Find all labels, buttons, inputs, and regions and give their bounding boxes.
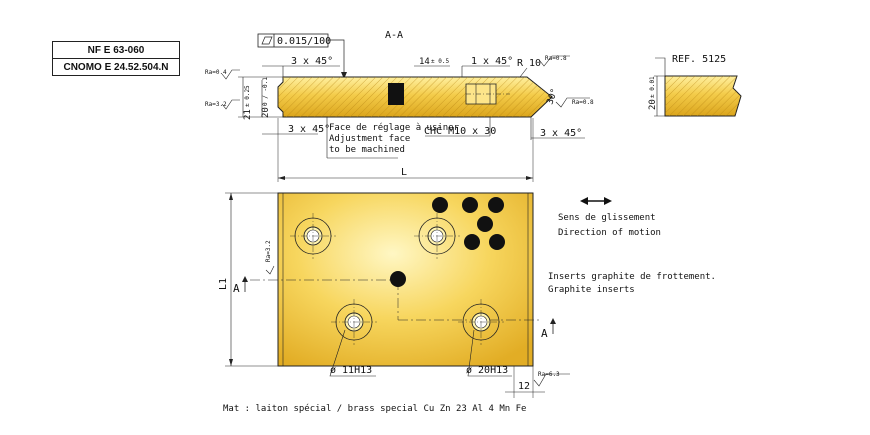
standard-cnomo: CNOMO E 24.52.504.N	[52, 58, 180, 76]
plan-view: L1 Ra=3.2 A	[218, 192, 570, 398]
roughness-top-right: Ra=0.8	[545, 55, 567, 62]
adjust-face-en: Adjustment face	[329, 134, 410, 144]
hole-large-label: ø 20H13	[466, 365, 508, 376]
slot-tolerance: ± 0.5	[431, 58, 449, 65]
width-dimension: L1	[218, 278, 229, 290]
slot-dimension: 14	[419, 57, 430, 67]
double-arrow-icon	[580, 197, 612, 205]
roughness-right: Ra=0.8	[572, 99, 594, 106]
section-marker-right: A	[541, 327, 548, 340]
graphite-insert	[488, 197, 504, 213]
motion-en: Direction of motion	[558, 228, 661, 238]
graphite-insert	[390, 271, 406, 287]
chamfer-bottom-left: 3 x 45°	[288, 124, 330, 135]
counterbore-hole	[414, 213, 460, 259]
counterbore-hole	[331, 299, 377, 345]
roughness-left-mid: Ra=3.2	[205, 101, 227, 108]
flatness-value: 0.015/100	[277, 36, 331, 47]
roughness-plan: Ra=3.2	[265, 240, 272, 262]
ref-height-tolerance: ± 0.01	[649, 76, 656, 98]
graphite-insert	[462, 197, 478, 213]
flatness-symbol-icon	[261, 36, 273, 45]
ref-height: 20	[648, 99, 658, 110]
adjust-face-fr: Face de réglage à usiner	[329, 122, 460, 133]
counterbore-hole	[290, 213, 336, 259]
edge-dimension: 12	[518, 381, 530, 392]
counterbore-hole	[458, 299, 504, 345]
screw-label: CHC M10 x 30	[424, 126, 496, 137]
roughness-symbol-icon	[539, 55, 570, 67]
section-body	[277, 76, 553, 118]
hole-small-label: ø 11H13	[330, 365, 372, 376]
adjust-face-note: to be machined	[329, 145, 405, 155]
roughness-left-top: Ra=0.4	[205, 69, 227, 76]
height-20: 20	[261, 107, 271, 118]
height-total-tolerance: ± 0.25	[244, 85, 251, 107]
graphite-insert	[489, 234, 505, 250]
section-title: A-A	[385, 30, 403, 41]
arrow-up-icon	[242, 276, 248, 282]
graphite-insert-section	[388, 83, 404, 105]
material-note: Mat : laiton spécial / brass special Cu …	[223, 403, 526, 414]
ref-detail: REF. 5125 20 ± 0.01	[648, 54, 742, 117]
inserts-fr: Inserts graphite de frottement.	[548, 272, 716, 282]
graphite-insert	[464, 234, 480, 250]
roughness-bottom: Ra=6.3	[538, 371, 560, 378]
height-20-tolerance: 0 / -0.1	[262, 77, 269, 106]
graphite-insert	[432, 197, 448, 213]
flatness-tolerance-frame: 0.015/100	[257, 33, 347, 79]
chamfer-top-left: 3 x 45°	[291, 56, 333, 67]
chamfer-bottom-right: 3 x 45°	[540, 128, 582, 139]
radius-dimension: R 10	[517, 58, 541, 69]
reference-label: REF. 5125	[672, 54, 726, 65]
height-total: 21	[243, 109, 253, 120]
arrow-up-icon	[550, 318, 556, 324]
angle-dimension: 30°	[545, 87, 560, 106]
length-dimension: L	[401, 167, 407, 178]
section-marker-left: A	[233, 282, 240, 295]
motion-fr: Sens de glissement	[558, 213, 656, 223]
graphite-insert	[477, 216, 493, 232]
inserts-en: Graphite inserts	[548, 285, 635, 295]
chamfer-top-right: 1 x 45°	[471, 56, 513, 67]
